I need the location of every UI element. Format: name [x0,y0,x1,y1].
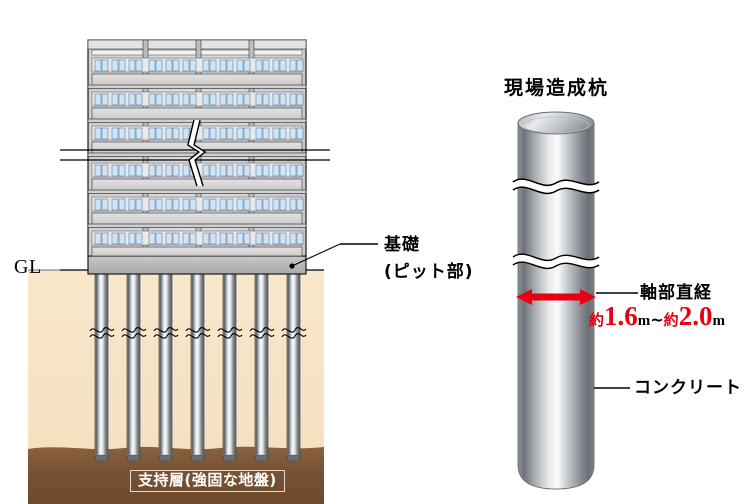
dim-approx-1: 約 [589,311,605,329]
shaft-diameter-label: 軸部直経 [640,283,712,303]
pile [190,271,205,462]
foundation-leader [289,243,378,269]
pile-group-left [89,271,307,462]
building-group [60,39,378,275]
cast-in-place-pile-title: 現場造成杭 [504,77,610,99]
pile-break-lines [89,327,307,339]
pile-break-lower [512,253,600,269]
dim-value-2: 2.0 [678,301,713,331]
dim-value-1: 1.6 [604,301,638,331]
gl-label: GL [14,256,42,278]
concrete-label: コンクリート [634,378,742,398]
pile [94,271,109,462]
cast-in-place-pile-group [512,111,638,490]
pile [158,271,173,462]
pile [286,271,301,462]
pile [126,271,141,462]
dim-tilde: ~ [650,310,664,329]
ground-soil-group [28,269,324,504]
dim-unit-1: m [637,313,651,329]
foundation-label-line2: (ピット部) [384,262,474,282]
diameter-arrow [516,289,596,305]
pile [254,271,269,462]
dim-unit-2: m [712,313,725,329]
pile [222,271,237,462]
building-break-line [60,119,330,187]
support-layer-label: 支持層(強固な地盤) [130,470,285,492]
dim-approx-2: 約 [663,311,679,329]
foundation-label-line1: 基礎 [384,235,420,255]
shaft-diameter-value: 約1.6m~約2.0m [589,303,725,330]
